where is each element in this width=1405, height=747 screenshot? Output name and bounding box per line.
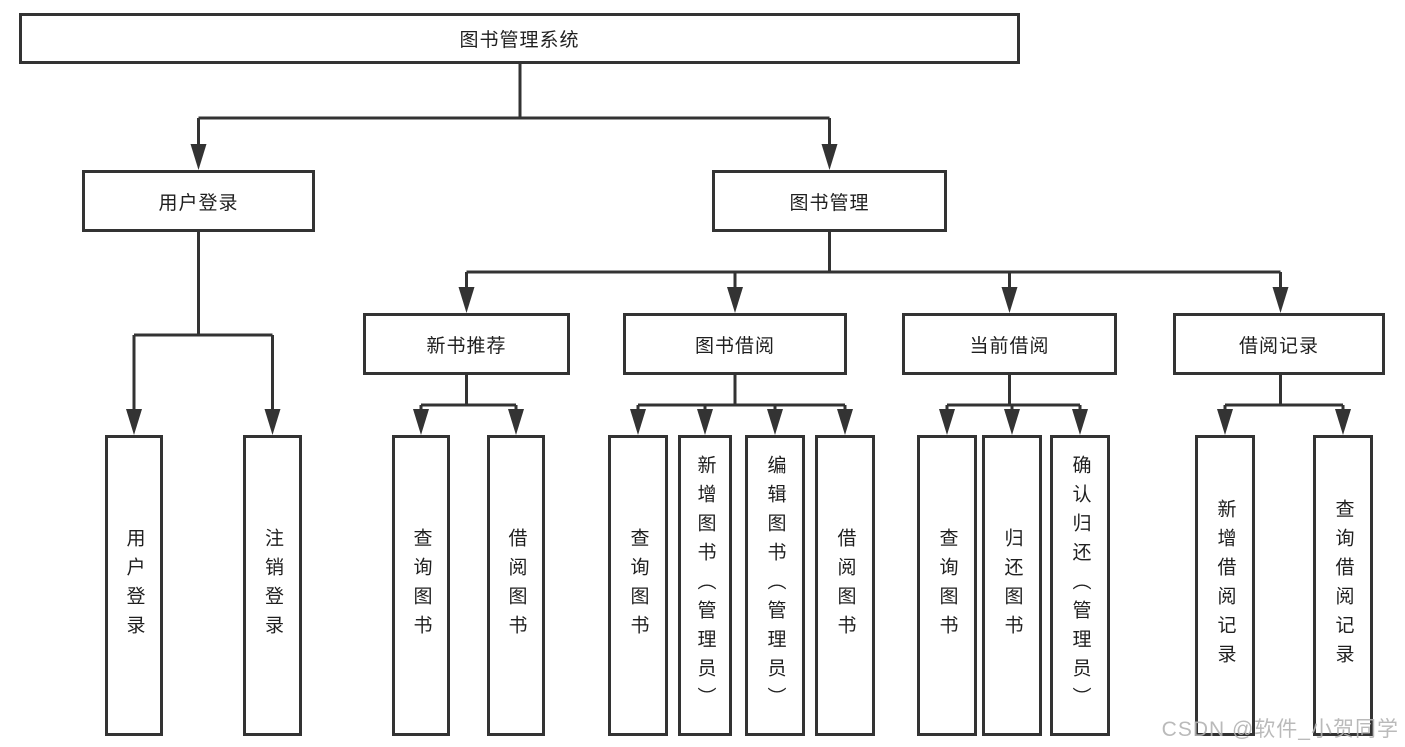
leaf-label: 查询借阅记录 [1332,498,1354,673]
arrow-icon [1272,287,1289,313]
arrow-icon [1217,409,1233,435]
arrow-icon [727,287,743,313]
leaf-label: 查询图书 [936,527,958,644]
arrow-icon [767,409,783,435]
leaf-add-books-admin: 新增图书（管理员） [678,435,732,736]
arrow-icon [630,409,646,435]
arrowheads [126,144,1351,435]
arrow-icon [264,409,281,435]
leaf-label: 编辑图书（管理员） [764,455,786,716]
connector-bookmgmt-to-level3 [465,232,1282,295]
leaf-return-books: 归还图书 [982,435,1042,736]
leaf-label: 用户登录 [123,527,145,644]
node-current-borrow: 当前借阅 [902,313,1117,375]
node-new-book-recommend: 新书推荐 [363,313,570,375]
leaf-query-books-recommend: 查询图书 [392,435,450,736]
leaf-label: 查询图书 [627,527,649,644]
leaf-user-login: 用户登录 [105,435,163,736]
arrow-icon [697,409,713,435]
leaf-borrow-books-recommend: 借阅图书 [487,435,545,736]
connector-bookborrow-to-leaves [636,375,847,417]
connector-newbook-to-leaves [419,375,518,417]
leaf-label: 新增借阅记录 [1214,498,1236,673]
arrow-icon [1004,409,1020,435]
leaf-label: 归还图书 [1001,527,1023,644]
leaf-query-books-borrow: 查询图书 [608,435,668,736]
node-book-management: 图书管理 [712,170,947,232]
leaf-label: 新增图书（管理员） [694,455,716,716]
leaf-label: 查询图书 [410,527,432,644]
arrow-icon [508,409,524,435]
arrow-icon [837,409,853,435]
leaf-borrow-books: 借阅图书 [815,435,875,736]
arrow-icon [126,409,142,435]
arrow-icon [458,287,475,313]
leaf-label: 借阅图书 [834,527,856,644]
arrow-icon [1072,409,1088,435]
connector-userlogin-to-leaves [132,232,274,417]
node-user-login: 用户登录 [82,170,315,232]
arrow-icon [939,409,955,435]
leaf-confirm-return-admin: 确认归还（管理员） [1050,435,1110,736]
connector-root-to-level2 [197,64,831,152]
node-borrow-records: 借阅记录 [1173,313,1385,375]
arrow-icon [1335,409,1351,435]
leaf-add-borrow-record: 新增借阅记录 [1195,435,1255,736]
node-book-borrow: 图书借阅 [623,313,847,375]
arrow-icon [413,409,429,435]
leaf-edit-books-admin: 编辑图书（管理员） [745,435,805,736]
arrow-icon [821,144,838,170]
node-root: 图书管理系统 [19,13,1020,64]
leaf-query-books-current: 查询图书 [917,435,977,736]
leaf-label: 借阅图书 [505,527,527,644]
leaf-query-borrow-record: 查询借阅记录 [1313,435,1373,736]
leaf-label: 确认归还（管理员） [1069,455,1091,716]
csdn-watermark: CSDN @软件_小贺同学 [1161,718,1399,741]
arrow-icon [1001,287,1018,313]
connector-records-to-leaves [1223,375,1345,417]
arrow-icon [190,144,207,170]
leaf-logout: 注销登录 [243,435,302,736]
leaf-label: 注销登录 [262,527,283,644]
